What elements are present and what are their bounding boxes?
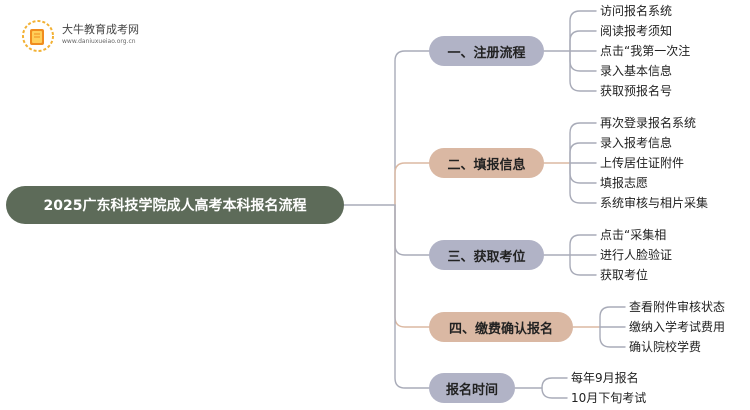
leaf-confirm-tuition: 确认院校学费 [629,340,702,354]
leaf-read-notice: 阅读报考须知 [600,24,673,38]
connector-branch-4 [394,204,430,328]
connector-branch-1 [394,50,430,206]
branch-payment-confirm: 四、缴费确认报名 [429,312,573,342]
leaf-fill-preferences: 填报志愿 [600,176,649,190]
leaf-face-verification: 进行人脸验证 [600,248,673,262]
connector-leaf-1-4 [569,50,597,72]
connector-leaf-2-1 [569,122,597,164]
leaf-login-again: 再次登录报名系统 [600,116,697,130]
connector-leaf-4-3 [599,326,626,348]
connector-branch-3 [394,204,430,256]
branch-registration-time: 报名时间 [429,373,515,403]
leaf-click-capture-photo: 点击“采集相 [600,228,667,242]
book-logo-icon [22,20,54,52]
connector-leaf-2-4 [569,162,597,184]
branch-registration: 一、注册流程 [429,36,544,66]
connector-leaf-3-1 [569,234,597,256]
connector-leaf-1-1 [569,10,597,52]
leaf-get-seat: 获取考位 [600,268,649,282]
leaf-click-first-register: 点击“我第一次注 [600,44,691,58]
connector-leaf-2-2 [569,142,597,164]
site-logo: 大牛教育成考网 www.daniuxueiao.org.cn [14,14,174,54]
leaf-enter-basic-info: 录入基本信息 [600,64,673,78]
leaf-enter-exam-info: 录入报考信息 [600,136,673,150]
connector-leaf-3-3 [569,254,597,276]
logo-site-name: 大牛教育成考网 [62,23,139,36]
connector-leaf-1-2 [569,30,597,52]
connector-leaf-1-5 [569,50,597,92]
leaf-upload-residence-permit: 上传居住证附件 [600,156,685,170]
leaf-get-prereg-number: 获取预报名号 [600,84,673,98]
connector-leaf-4-1 [599,306,626,328]
leaf-visit-system: 访问报名系统 [600,4,673,18]
connector-branch-2 [394,162,430,206]
connector-branch-5 [394,204,430,389]
connector-leaf-2-5 [569,162,597,204]
root-node: 2025广东科技学院成人高考本科报名流程 [6,186,344,224]
leaf-review-photo-capture: 系统审核与相片采集 [600,196,709,210]
leaf-pay-exam-fee: 缴纳入学考试费用 [629,320,726,334]
branch-fill-info: 二、填报信息 [429,148,544,178]
leaf-october-exam: 10月下旬考试 [571,391,647,405]
leaf-september-registration: 每年9月报名 [571,371,639,385]
branch-get-seat: 三、获取考位 [429,240,544,270]
leaf-check-attachment-status: 查看附件审核状态 [629,300,726,314]
connector-leaf-5-2 [541,387,568,399]
logo-site-url: www.daniuxueiao.org.cn [62,38,136,45]
connector-leaf-5-1 [541,377,568,389]
